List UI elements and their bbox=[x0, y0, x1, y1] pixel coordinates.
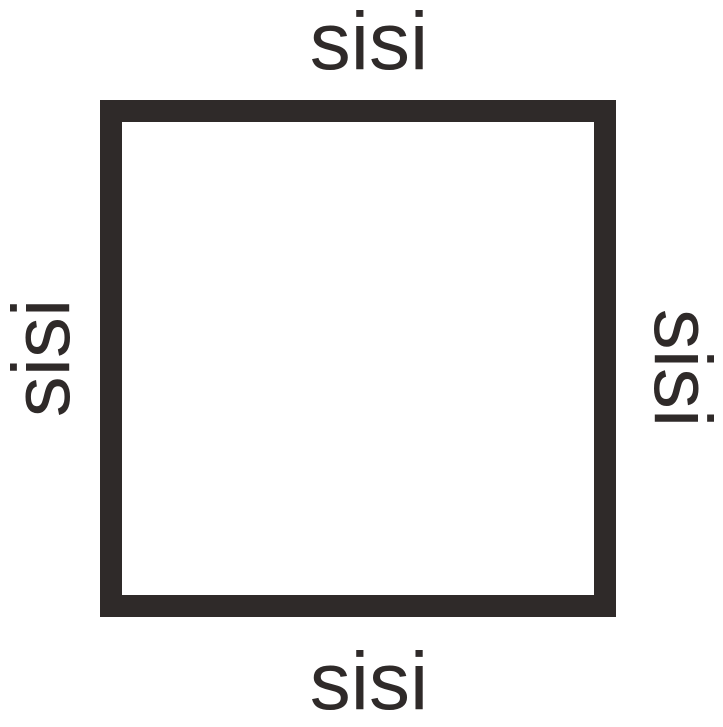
side-label-bottom: sisi bbox=[309, 636, 429, 727]
side-label-left: sisi bbox=[0, 298, 87, 418]
side-label-top: sisi bbox=[309, 0, 429, 87]
side-label-right: sisi bbox=[637, 308, 723, 428]
square-outline bbox=[100, 100, 616, 617]
